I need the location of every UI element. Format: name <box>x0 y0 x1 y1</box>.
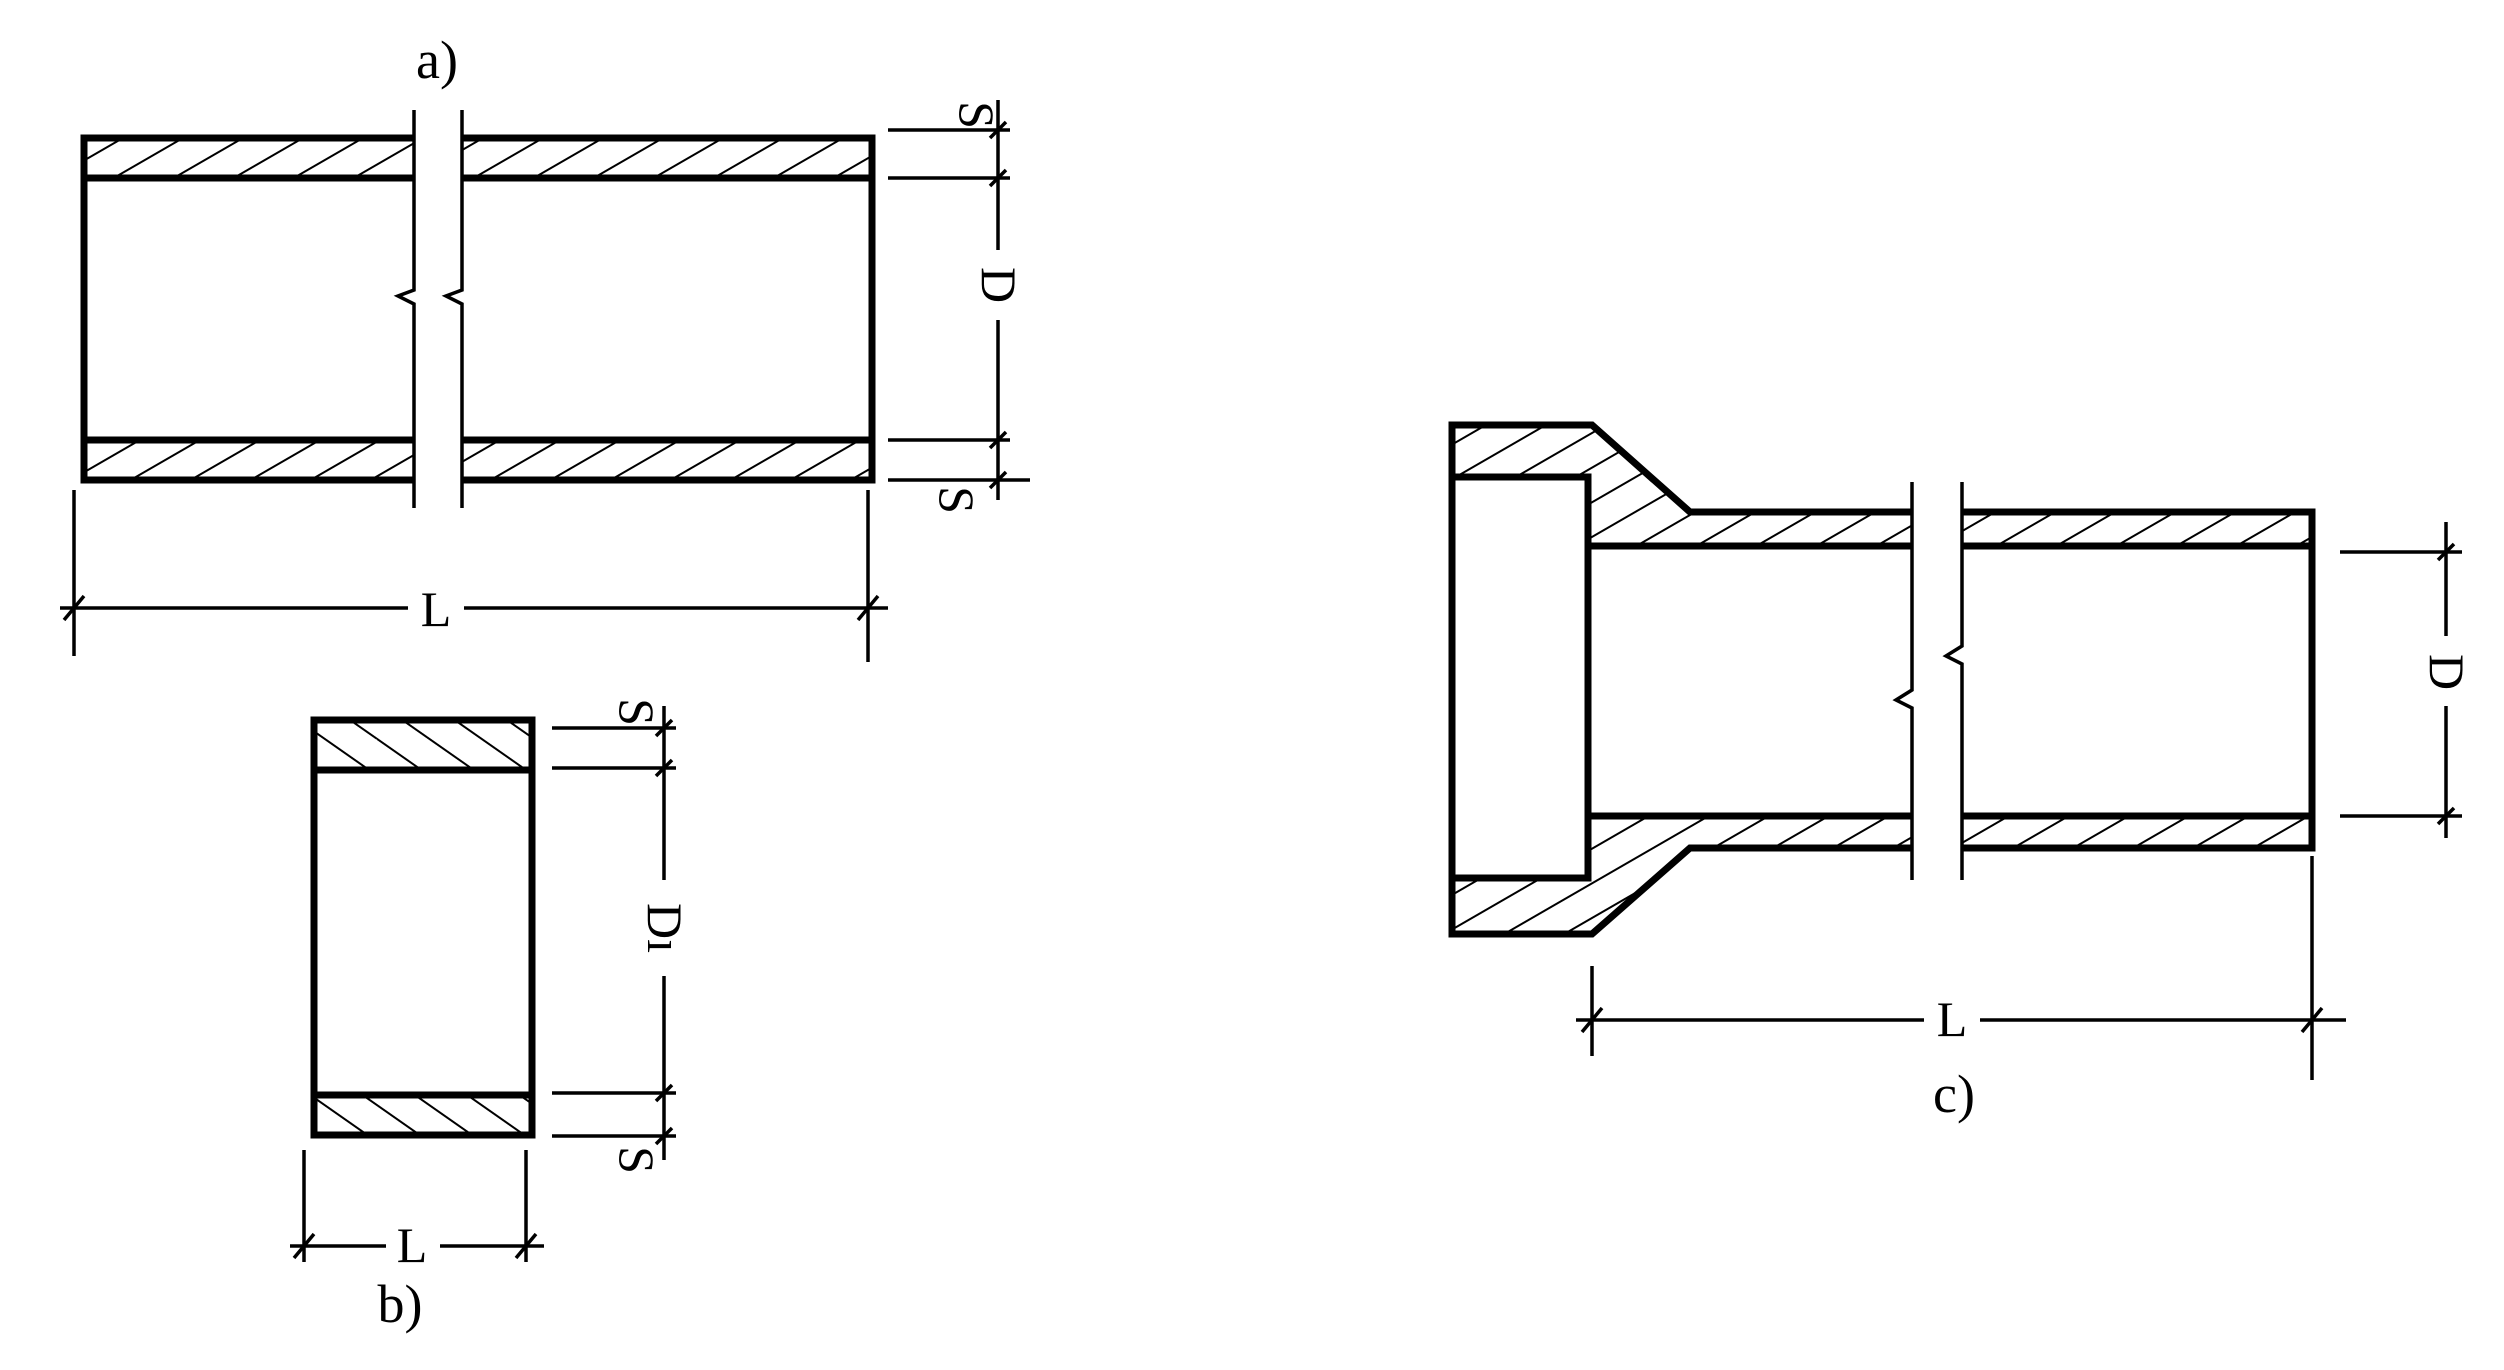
a-bottom-wall-right <box>462 440 872 480</box>
b-label-s-top: S <box>609 698 665 726</box>
a-break-line-left <box>393 110 416 508</box>
c-label-l: L <box>1937 991 1968 1047</box>
c-break-line-left <box>1892 482 1914 880</box>
c-caption: c) <box>1933 1064 1975 1124</box>
b-sleeve-outline <box>310 716 536 1139</box>
figure-b: S Dı S L b) <box>290 698 693 1334</box>
c-vertical-dimension: D <box>2340 522 2475 838</box>
c-length-dimension: L <box>1576 856 2346 1080</box>
c-top-wall-right <box>1962 512 2312 546</box>
a-caption: a) <box>416 30 458 90</box>
b-caption: b) <box>378 1274 423 1334</box>
a-label-s-bottom: S <box>929 486 985 514</box>
a-label-l: L <box>421 581 452 637</box>
c-label-d: D <box>2419 654 2475 690</box>
b-label-s-bottom: S <box>609 1146 665 1174</box>
a-label-d: D <box>971 267 1027 303</box>
b-bottom-wall <box>314 1095 532 1135</box>
c-socket-outline <box>1448 421 1912 938</box>
figure-c: D L c) <box>1448 421 2475 1124</box>
figure-a: S D S L a) <box>60 30 1030 662</box>
c-bottom-wall-right <box>1962 816 2312 848</box>
a-label-s-top: S <box>949 101 1005 129</box>
b-label-l: L <box>397 1217 428 1273</box>
a-top-wall-left <box>84 138 414 178</box>
a-bottom-wall-left <box>84 440 414 480</box>
b-label-d1: Dı <box>637 903 693 953</box>
a-pipe-outline-right <box>462 134 876 484</box>
b-top-wall <box>314 720 532 770</box>
b-length-dimension: L <box>290 1150 544 1273</box>
b-vertical-dimension: S Dı S <box>552 698 693 1174</box>
c-break-line-right <box>1942 482 1964 880</box>
a-top-wall-right <box>462 138 872 178</box>
a-pipe-outline-left <box>80 134 414 484</box>
c-pipe-outline-right <box>1962 508 2316 852</box>
a-vertical-dimension: S D S <box>888 100 1030 514</box>
c-socket-top-wall <box>1452 425 1912 546</box>
a-length-dimension: L <box>60 490 888 662</box>
a-break-line-right <box>441 110 464 508</box>
